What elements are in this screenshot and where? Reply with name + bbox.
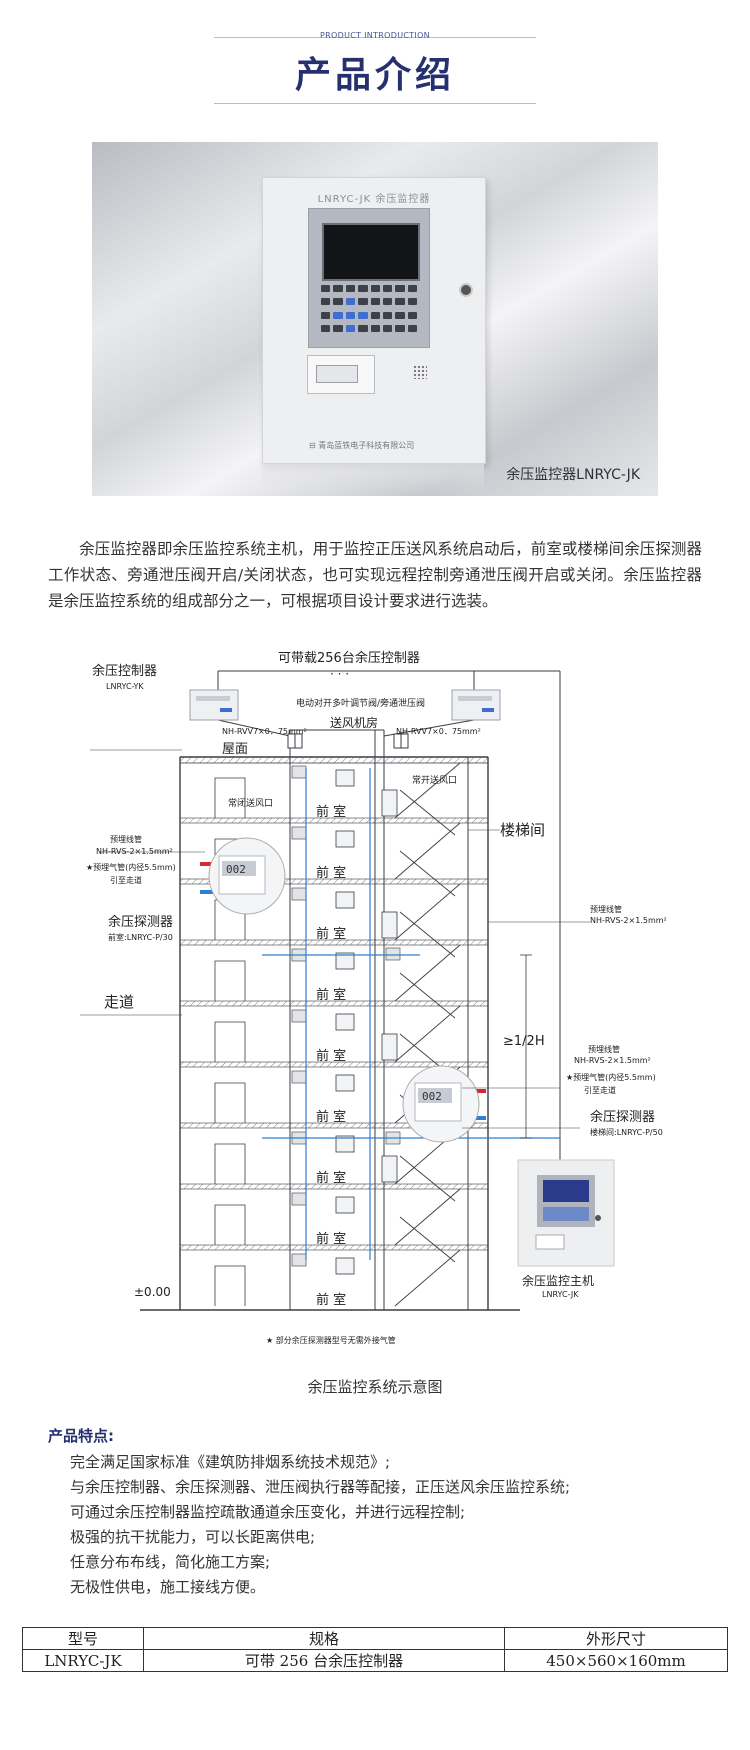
spec-header-spec: 规格 xyxy=(143,1627,505,1650)
control-panel xyxy=(308,208,430,348)
pipe-left-3: ★预埋气管(内径5.5mm) xyxy=(86,862,176,872)
stair-label: 楼梯间 xyxy=(500,821,545,839)
air-vents xyxy=(335,769,398,1275)
leader-lines xyxy=(80,749,590,1129)
antechamber-label-7: 前 室 xyxy=(316,1170,346,1186)
feature-item: 无极性供电，施工接线方便。 xyxy=(70,1578,266,1596)
corridor-label: 走道 xyxy=(104,993,134,1011)
detector-right-magnified: 002 xyxy=(402,1065,480,1143)
product-photo: LNRYC-JK 余压监控器 ⊟ 青岛蓝铁电子科技有限公司 余压监控器LNRYC… xyxy=(92,142,658,496)
detector-right-model: 楼梯间:LNRYC-P/50 xyxy=(590,1127,663,1137)
stair-flights xyxy=(394,762,461,1307)
svg-text:002: 002 xyxy=(226,863,246,876)
antechamber-label-9: 前 室 xyxy=(316,1292,346,1308)
controller-label: 余压控制器 xyxy=(92,663,157,679)
vent-open-label: 常开送风口 xyxy=(412,774,457,786)
photo-caption: 余压监控器LNRYC-JK xyxy=(506,467,640,483)
page-title: 产品介绍 xyxy=(294,55,455,96)
header-rule-top xyxy=(214,37,536,38)
antechamber-label-2: 前 室 xyxy=(316,865,346,881)
pipe-left-2: NH-RVS-2×1.5mm² xyxy=(96,847,173,856)
monitor-cabinet: LNRYC-JK 余压监控器 ⊟ 青岛蓝铁电子科技有限公司 xyxy=(262,177,486,464)
host-label: 余压监控主机 xyxy=(522,1273,594,1288)
lock-icon xyxy=(459,283,473,297)
controller-model: LNRYC-YK xyxy=(106,682,144,691)
damper-valves xyxy=(287,733,409,749)
controller-left xyxy=(189,689,239,721)
cable-right-label: NH-RVV7×0．75mm² xyxy=(396,727,481,736)
pipe-right-5: ★预埋气管(内径5.5mm) xyxy=(566,1072,656,1082)
printer-slot xyxy=(307,355,375,394)
detector-right-label: 余压探测器 xyxy=(590,1109,655,1125)
detector-left-label: 余压探测器 xyxy=(108,914,173,930)
header-subtitle: PRODUCT INTRODUCTION xyxy=(320,31,430,40)
cabinet-reflection xyxy=(262,464,484,494)
fan-room-label: 送风机房 xyxy=(330,715,378,730)
antechamber-label-5: 前 室 xyxy=(316,1048,346,1064)
features-list: 完全满足国家标准《建筑防排烟系统技术规范》; 与余压控制器、余压探测器、泄压阀执… xyxy=(70,1450,570,1600)
valve-label: 电动对开多叶调节阀/旁通泄压阀 xyxy=(296,697,425,709)
spec-cell-model: LNRYC-JK xyxy=(22,1649,144,1672)
cable-left-label: NH-RVV7×0．75mm² xyxy=(222,727,307,736)
vent-closed-label: 常闭送风口 xyxy=(228,797,273,809)
bus-dots: · · · xyxy=(330,667,349,681)
speaker-grille xyxy=(413,365,427,379)
header-rule-bottom xyxy=(214,103,536,104)
diagram-footnote: ★ 部分余压探测器型号无需外接气管 xyxy=(266,1335,396,1345)
pipe-left-1: 预埋线管 xyxy=(110,834,142,844)
pipe-right-4: NH-RVS-2×1.5mm² xyxy=(574,1056,651,1065)
feature-item: 任意分布布线，简化施工方案; xyxy=(70,1553,271,1571)
controller-right xyxy=(451,689,501,721)
floor-slabs xyxy=(179,756,489,1251)
elevation-label: ±0.00 xyxy=(134,1285,171,1299)
roof-label: 屋面 xyxy=(222,742,248,757)
half-h-dimension xyxy=(520,954,532,1139)
spec-header-size: 外形尺寸 xyxy=(504,1627,728,1650)
keypad xyxy=(321,285,417,335)
spec-table: 型号 规格 外形尺寸 LNRYC-JK 可带 256 台余压控制器 450×56… xyxy=(22,1627,728,1672)
pipe-left-4: 引至走道 xyxy=(110,875,142,885)
pipe-right-6: 引至走道 xyxy=(584,1085,616,1095)
pipe-right-2: NH-RVS-2×1.5mm² xyxy=(590,916,667,925)
top-label: 可带载256台余压控制器 xyxy=(278,650,420,666)
features-title: 产品特点: xyxy=(48,1427,114,1445)
pipe-right-1: 预埋线管 xyxy=(590,904,622,914)
feature-item: 极强的抗干扰能力，可以长距离供电; xyxy=(70,1528,316,1546)
cabinet-title: LNRYC-JK 余压监控器 xyxy=(317,194,431,205)
feature-item: 完全满足国家标准《建筑防排烟系统技术规范》; xyxy=(70,1453,391,1471)
antechamber-label-1: 前 室 xyxy=(316,804,346,820)
svg-text:002: 002 xyxy=(422,1090,442,1103)
feature-item: 与余压控制器、余压探测器、泄压阀执行器等配接，正压送风余压监控系统; xyxy=(70,1478,571,1496)
spec-header-row: 型号 规格 外形尺寸 xyxy=(22,1627,728,1650)
detector-left-model: 前室:LNRYC-P/30 xyxy=(108,932,173,942)
diagram-caption: 余压监控系统示意图 xyxy=(307,1378,443,1396)
monitor-host xyxy=(517,1159,615,1267)
half-h-label: ≥1/2H xyxy=(503,1034,545,1049)
spec-header-model: 型号 xyxy=(22,1627,144,1650)
pressure-sensors xyxy=(291,765,401,1267)
host-model: LNRYC-JK xyxy=(542,1290,579,1299)
system-diagram: 002 002 可带载256台余压控制器 · · · 余压控制器 LNRYC-Y… xyxy=(80,650,667,1345)
antechamber-label-3: 前 室 xyxy=(316,926,346,942)
cabinet-company: ⊟ 青岛蓝铁电子科技有限公司 xyxy=(309,441,415,450)
detector-left-magnified: 002 xyxy=(208,837,286,915)
lcd-screen xyxy=(322,223,420,281)
table-row: LNRYC-JK 可带 256 台余压控制器 450×560×160mm xyxy=(22,1649,728,1672)
pipe-right-3: 预埋线管 xyxy=(588,1044,620,1054)
intro-paragraph: 余压监控器即余压监控系统主机，用于监控正压送风系统启动后，前室或楼梯间余压探测器… xyxy=(48,540,702,610)
spec-cell-spec: 可带 256 台余压控制器 xyxy=(143,1649,505,1672)
feature-item: 可通过余压控制器监控疏散通道余压变化，并进行远程控制; xyxy=(70,1503,466,1521)
antechamber-label-4: 前 室 xyxy=(316,987,346,1003)
spec-cell-size: 450×560×160mm xyxy=(504,1649,728,1672)
antechamber-label-6: 前 室 xyxy=(316,1109,346,1125)
antechamber-label-8: 前 室 xyxy=(316,1231,346,1247)
